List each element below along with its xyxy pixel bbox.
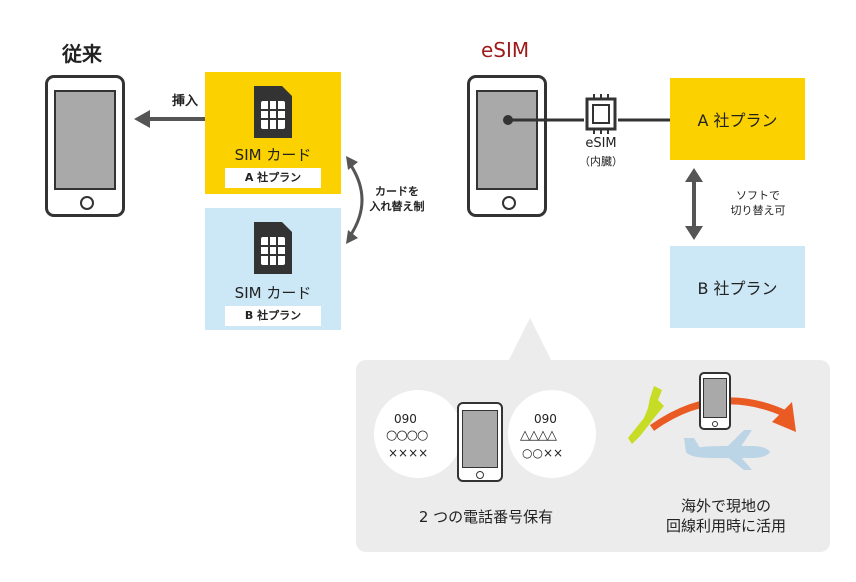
airplane-icon [684, 430, 770, 470]
number-circle-left: 090 ○○○○ ×××× [374, 390, 462, 478]
sim-card-b-box: SIM カード B 社プラン [205, 208, 341, 330]
bottom-panel: 090 ○○○○ ×××× 090 △△△△ ○○×× 2 つの電話番号保有 海… [356, 360, 830, 552]
sim-card-a-box: SIM カード A 社プラン [205, 72, 341, 194]
panel-pointer [507, 318, 553, 364]
caption-overseas: 海外で現地の 回線利用時に活用 [665, 497, 786, 535]
insert-label: 挿入 [172, 94, 199, 109]
esim-chip-label: eSIM [585, 136, 617, 151]
insert-arrow-icon [134, 110, 210, 128]
plan-a-box: A 社プラン [670, 78, 805, 160]
swap-note: カードを 入れ替え制 [369, 185, 425, 213]
phone-icon [457, 402, 503, 482]
sim-card-b-label: SIM カード [234, 284, 312, 302]
swap-arrow-icon [346, 156, 364, 244]
caption-two-numbers: 2 つの電話番号保有 [418, 508, 554, 526]
connection-line [503, 115, 670, 125]
switch-arrow-icon [685, 168, 703, 240]
sim-card-icon [254, 86, 292, 138]
japan-map-icon [628, 386, 664, 444]
esim-chip-icon [585, 94, 617, 134]
number-circle-right: 090 △△△△ ○○×× [508, 390, 596, 478]
esim-chip-sub: （内臓） [579, 155, 623, 168]
phone-icon [699, 372, 731, 430]
switch-note: ソフトで 切り替え可 [730, 189, 786, 217]
sim-card-icon [254, 222, 292, 274]
sim-card-a-tag: A 社プラン [225, 168, 321, 188]
left-title: 従来 [62, 42, 102, 66]
sim-card-b-tag: B 社プラン [225, 306, 321, 326]
phone-icon [45, 75, 125, 217]
plan-b-box: B 社プラン [670, 246, 805, 328]
right-title: eSIM [481, 38, 530, 62]
phone-icon [467, 75, 547, 217]
sim-card-a-label: SIM カード [234, 146, 312, 164]
